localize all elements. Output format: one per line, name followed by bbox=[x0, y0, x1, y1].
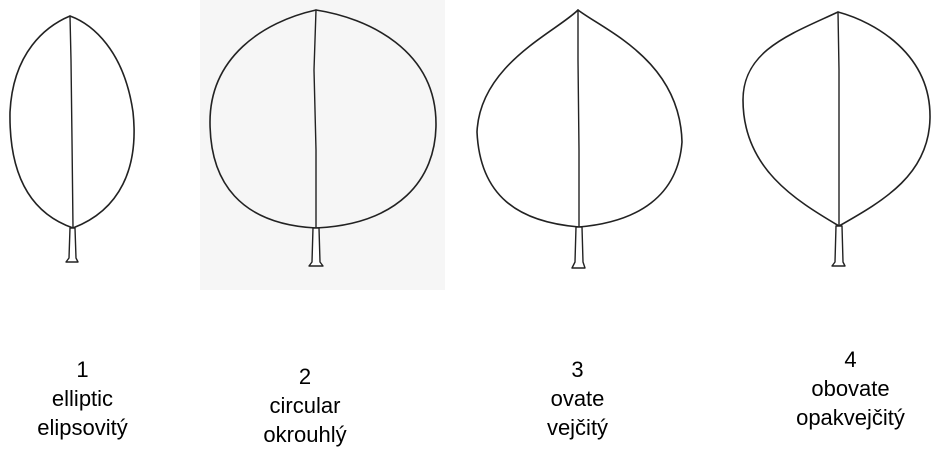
caption-number: 3 bbox=[571, 357, 584, 382]
caption-circular: 2 circular okrouhlý bbox=[225, 362, 385, 449]
caption-english: elliptic bbox=[51, 386, 114, 411]
caption-english: ovate bbox=[550, 386, 605, 411]
leaf-petiole bbox=[308, 227, 324, 267]
leaf-midrib bbox=[313, 9, 317, 229]
caption-english: obovate bbox=[811, 376, 890, 401]
caption-czech: vejčitý bbox=[546, 415, 609, 440]
leaf-circular-icon bbox=[209, 9, 437, 267]
caption-number: 4 bbox=[844, 347, 857, 372]
leaf-elliptic-drawing bbox=[0, 0, 145, 290]
leaf-obovate-drawing bbox=[735, 0, 941, 290]
caption-english: circular bbox=[269, 393, 341, 418]
caption-elliptic: 1 elliptic elipsovitý bbox=[0, 355, 165, 442]
leaf-midrib bbox=[69, 15, 74, 229]
leaf-petiole bbox=[831, 225, 846, 267]
leaf-petiole bbox=[65, 227, 79, 263]
caption-number: 1 bbox=[76, 357, 89, 382]
leaf-midrib bbox=[837, 11, 840, 227]
caption-czech: opakvejčitý bbox=[796, 405, 905, 430]
leaf-obovate-icon bbox=[742, 11, 931, 267]
caption-number: 2 bbox=[298, 364, 312, 389]
caption-ovate: 3 ovate vejčitý bbox=[495, 355, 660, 442]
leaf-ovate-icon bbox=[476, 9, 683, 269]
leaf-circular-drawing bbox=[200, 0, 445, 290]
leaf-elliptic-icon bbox=[9, 15, 135, 263]
leaf-ovate-drawing bbox=[468, 0, 693, 290]
leaf-petiole bbox=[571, 226, 586, 269]
leaf-outline bbox=[742, 11, 931, 227]
caption-czech: okrouhlý bbox=[263, 422, 347, 447]
leaf-outline bbox=[209, 9, 437, 229]
leaf-midrib bbox=[577, 9, 580, 228]
caption-obovate: 4 obovate opakvejčitý bbox=[760, 345, 941, 432]
caption-czech: elipsovitý bbox=[37, 415, 128, 440]
